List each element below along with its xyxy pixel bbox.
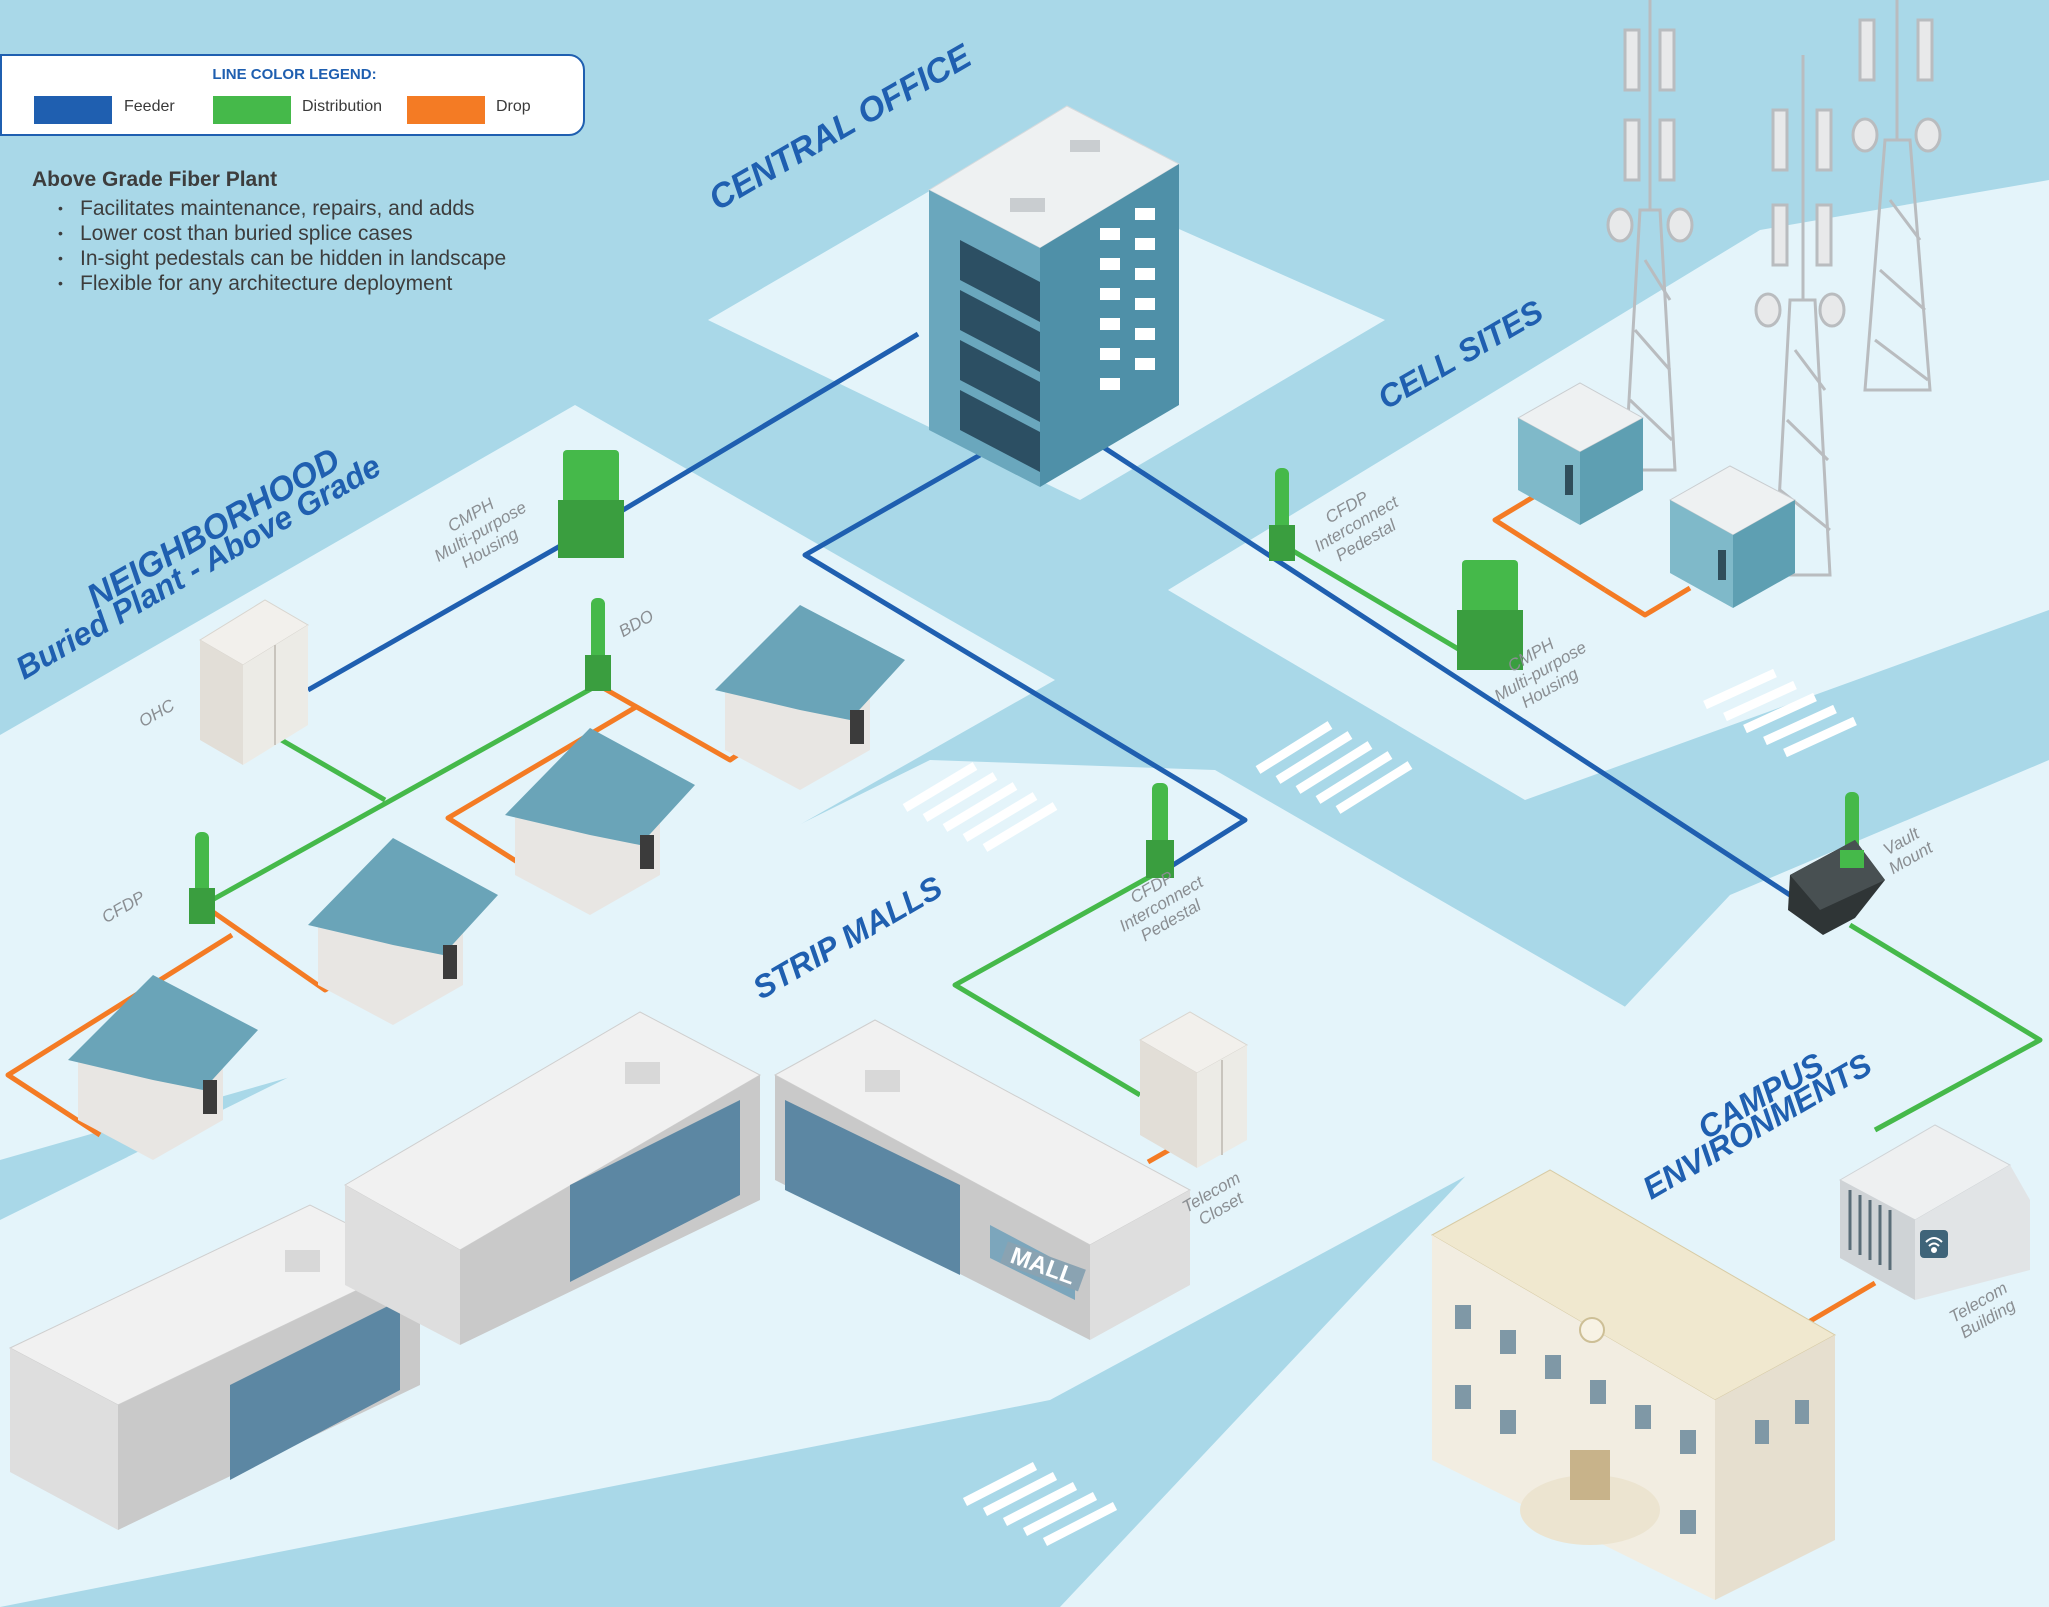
legend-swatch-drop xyxy=(407,96,485,124)
note-item: Facilitates maintenance, repairs, and ad… xyxy=(58,196,632,221)
pedestal-icon xyxy=(189,450,1859,924)
tower-3 xyxy=(1851,0,1942,392)
legend-label-distribution: Distribution xyxy=(302,98,383,115)
house-icon xyxy=(68,605,905,1160)
note-item: Flexible for any architecture deployment xyxy=(58,271,632,296)
dist-cfdp-bdo xyxy=(201,682,600,908)
cfdp-neighborhood-pedestal xyxy=(189,832,215,924)
note-item: Lower cost than buried splice cases xyxy=(58,221,632,246)
legend-swatch-feeder xyxy=(34,96,112,124)
line-color-legend: LINE COLOR LEGEND: Feeder Distribution D… xyxy=(0,54,585,136)
fiber-plant-notes: Above Grade Fiber Plant Facilitates main… xyxy=(32,168,632,296)
house-2 xyxy=(505,728,695,915)
cfdp-mall-pedestal xyxy=(1146,783,1174,878)
telecom-building xyxy=(1838,1124,2030,1300)
campus-building xyxy=(1430,1169,1837,1600)
house-3 xyxy=(308,838,498,1025)
crosswalks xyxy=(902,668,1857,1547)
parcel-neighborhood xyxy=(0,405,1055,1160)
office-building-icon xyxy=(927,105,1181,487)
legend-label-drop: Drop xyxy=(496,98,531,115)
dist-vault-telecom xyxy=(1848,922,2043,1133)
crosswalk-3 xyxy=(1703,668,1857,758)
equipment-shelter-2 xyxy=(1668,465,1797,608)
house-4 xyxy=(68,975,258,1160)
cmph-neighborhood-pedestal xyxy=(558,450,624,558)
bdo-pedestal xyxy=(585,598,611,691)
legend-swatch-distribution xyxy=(213,96,291,124)
strip-mall-3 xyxy=(773,1019,1192,1340)
equipment-shelter-1 xyxy=(1516,382,1645,525)
crosswalk-1 xyxy=(902,762,1058,852)
dist-mall xyxy=(952,867,1164,1098)
notes-list: Facilitates maintenance, repairs, and ad… xyxy=(32,196,632,296)
distribution-lines xyxy=(201,542,2043,1133)
note-item: In-sight pedestals can be hidden in land… xyxy=(58,246,632,271)
crosswalk-4 xyxy=(962,1461,1118,1547)
tower-1 xyxy=(1606,0,1694,472)
cmph-cell-pedestal xyxy=(1457,560,1523,670)
notes-title: Above Grade Fiber Plant xyxy=(32,168,278,191)
dist-ohc-branch xyxy=(276,735,387,803)
drop-cmph-shelters xyxy=(1492,487,1607,593)
cfdp-cell-pedestal xyxy=(1269,468,1295,561)
vault-pedestal xyxy=(1845,792,1859,852)
drop-cmph-shelter2 xyxy=(1603,585,1692,618)
telecom-closet-cabinet xyxy=(1138,1011,1249,1168)
feeder-to-mall-pedestal xyxy=(802,452,1248,873)
legend-label-feeder: Feeder xyxy=(124,98,175,115)
legend-title: LINE COLOR LEGEND: xyxy=(212,66,377,83)
crosswalk-2 xyxy=(1255,721,1413,814)
house-1 xyxy=(715,605,905,790)
feeder-to-vault xyxy=(1098,442,1792,898)
ohc-cabinet xyxy=(199,599,309,765)
strip-mall-2 xyxy=(343,1011,762,1345)
dist-cell-pedestal-cmph xyxy=(1281,542,1462,653)
strip-mall-1 xyxy=(8,1204,422,1530)
drop-bdo-house2 xyxy=(445,704,638,878)
cell-tower-icon xyxy=(1606,0,1942,577)
wifi-icon xyxy=(1925,1237,1943,1253)
vault-icon xyxy=(1788,840,1885,935)
cabinet-icon xyxy=(199,599,1249,1168)
